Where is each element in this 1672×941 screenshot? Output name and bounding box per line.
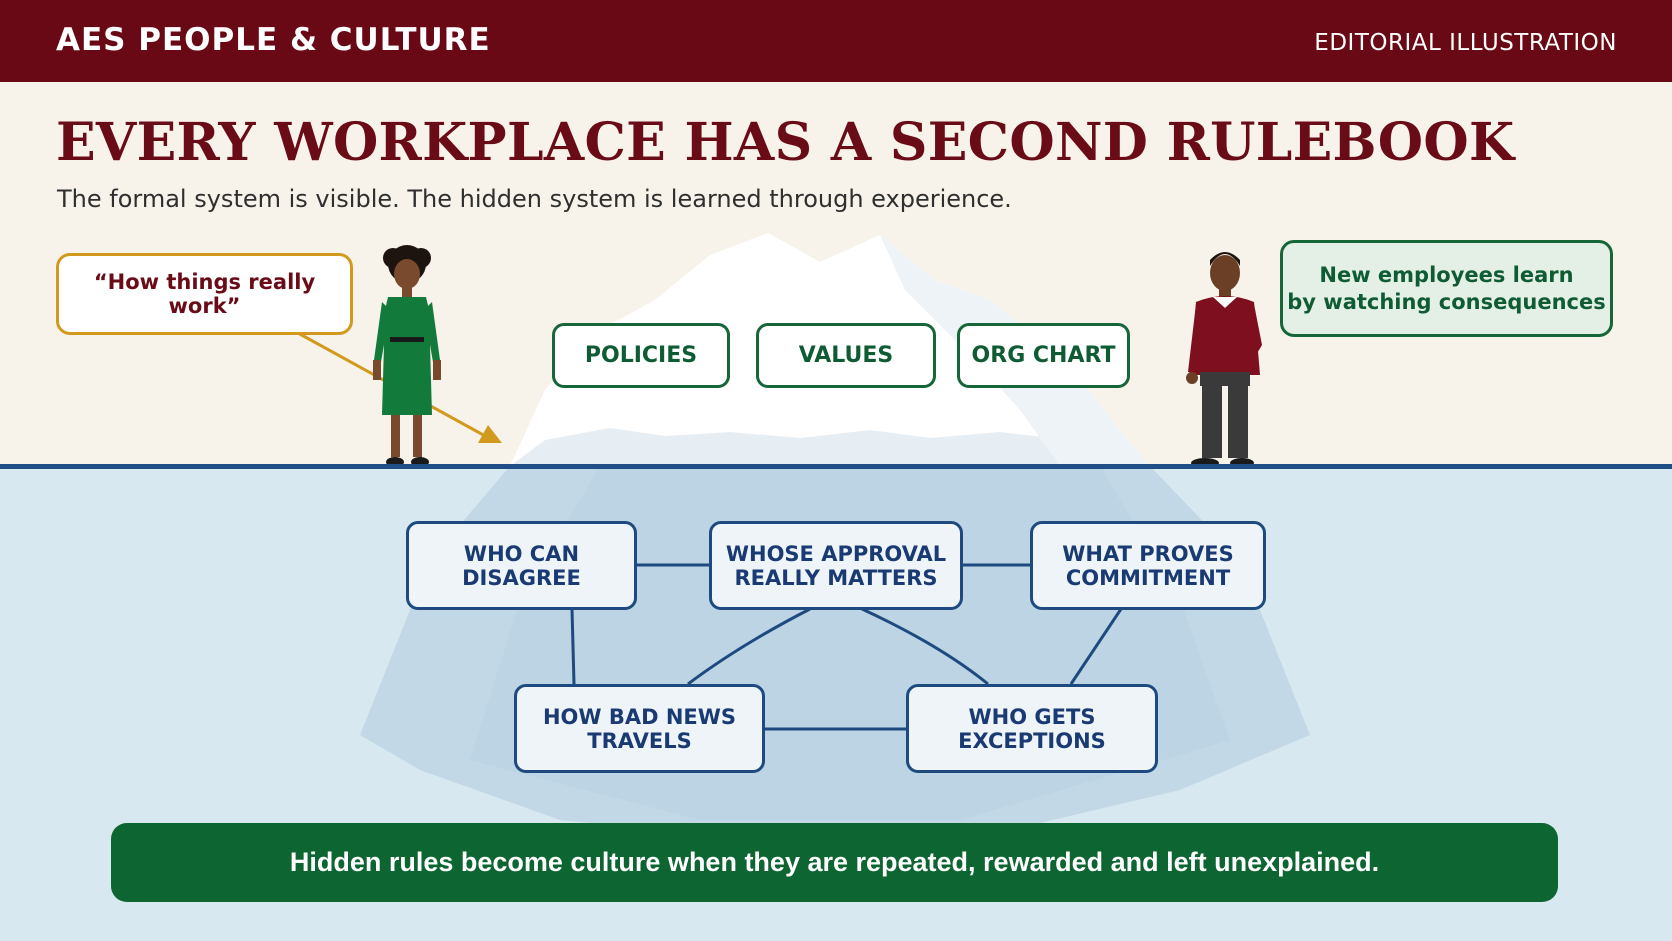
section-tag: EDITORIAL ILLUSTRATION — [1314, 30, 1617, 56]
hidden-rule-how-bad-news-travels: HOW BAD NEWS TRAVELS — [514, 684, 765, 773]
header-bar: AES PEOPLE & CULTURE EDITORIAL ILLUSTRAT… — [0, 0, 1672, 82]
connector-approval-exceptions — [861, 607, 989, 686]
formal-rule-values: VALUES — [756, 323, 936, 388]
hidden-rule-whose-approval: WHOSE APPROVAL REALLY MATTERS — [709, 521, 963, 610]
waterline — [0, 464, 1672, 469]
connector-disagree-badnews — [570, 608, 576, 685]
connector-approval-badnews — [687, 607, 811, 686]
hidden-rule-what-proves-commitment: WHAT PROVES COMMITMENT — [1030, 521, 1266, 610]
hidden-rule-who-gets-exceptions: WHO GETS EXCEPTIONS — [906, 684, 1158, 773]
callout-new-employees: New employees learn by watching conseque… — [1280, 240, 1613, 337]
iceberg-tip-shade — [510, 428, 1150, 466]
connector-commitment-exceptions — [1069, 608, 1123, 685]
formal-rule-policies: POLICIES — [552, 323, 730, 388]
brand-name: AES PEOPLE & CULTURE — [56, 22, 491, 58]
page-title: EVERY WORKPLACE HAS A SECOND RULEBOOK — [56, 112, 1515, 173]
hidden-rules-connectors — [570, 563, 1123, 731]
man-figure-icon — [1186, 252, 1262, 468]
woman-figure-icon — [373, 245, 441, 467]
formal-rule-org-chart: ORG CHART — [957, 323, 1130, 388]
conclusion-banner: Hidden rules become culture when they ar… — [111, 823, 1558, 902]
hidden-rule-who-can-disagree: WHO CAN DISAGREE — [406, 521, 637, 610]
page-subtitle: The formal system is visible. The hidden… — [57, 185, 1012, 213]
callout-how-things-work: “How things really work” — [56, 253, 353, 335]
